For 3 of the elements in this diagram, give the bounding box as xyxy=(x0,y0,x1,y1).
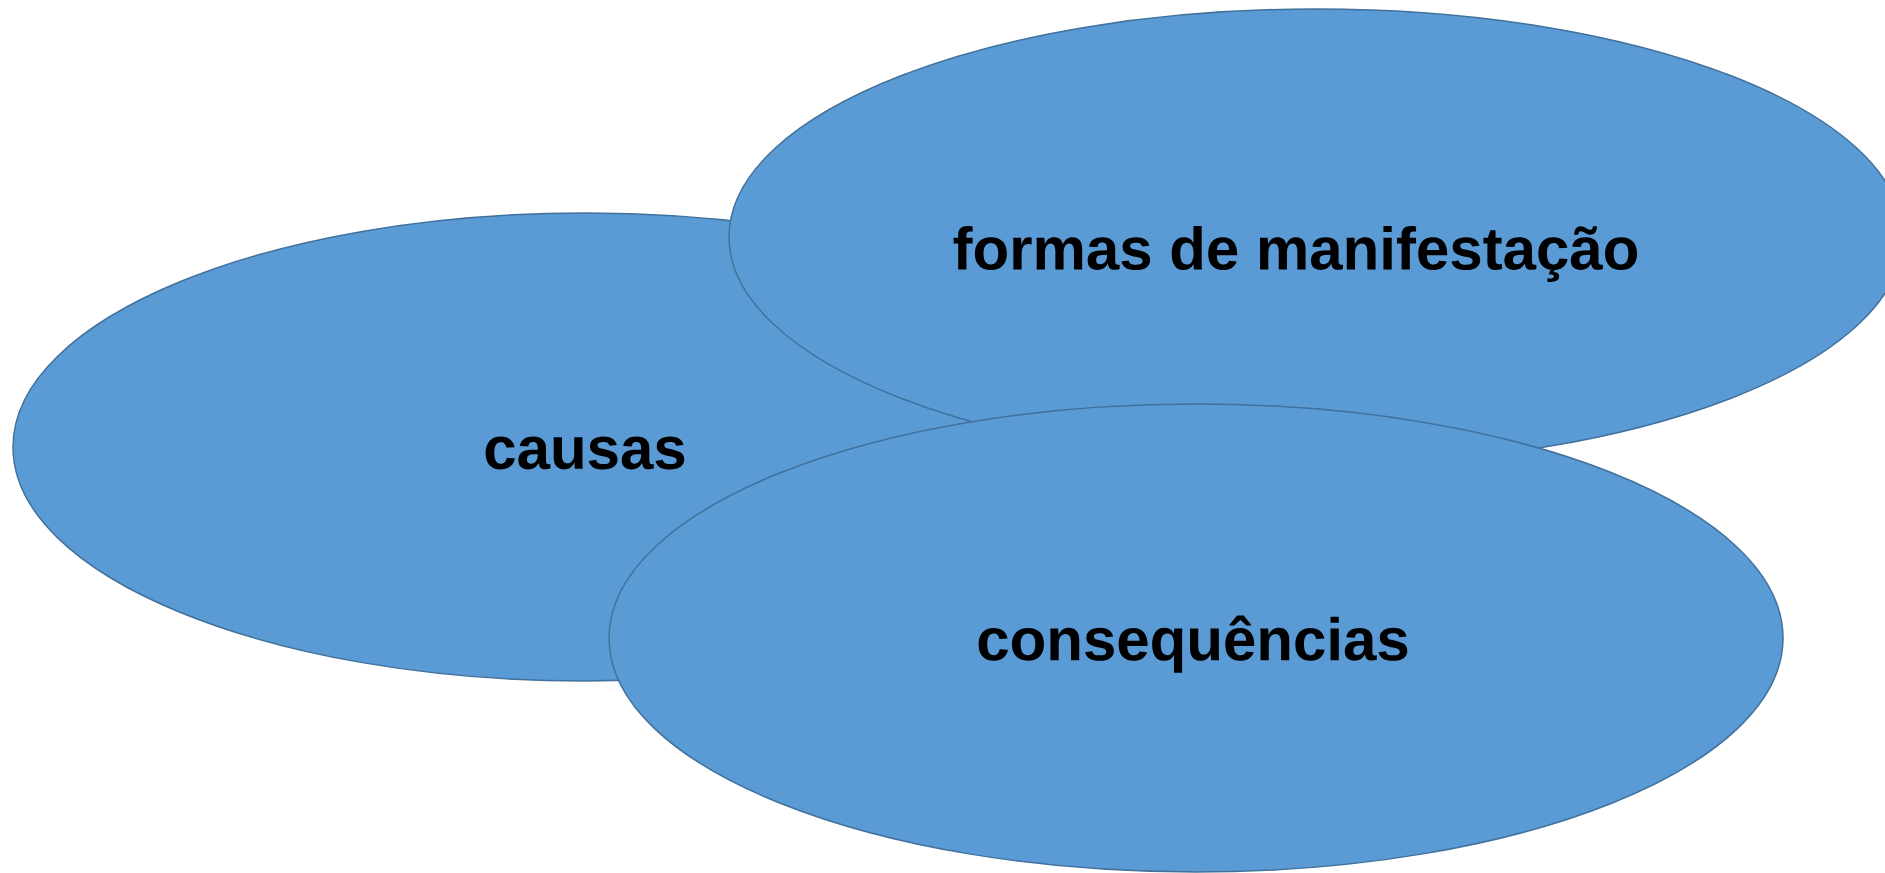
ellipse-label: consequências xyxy=(978,615,1408,673)
ellipse-label: causas xyxy=(485,436,685,470)
ellipse-label: formas de manifestação xyxy=(953,226,1637,282)
